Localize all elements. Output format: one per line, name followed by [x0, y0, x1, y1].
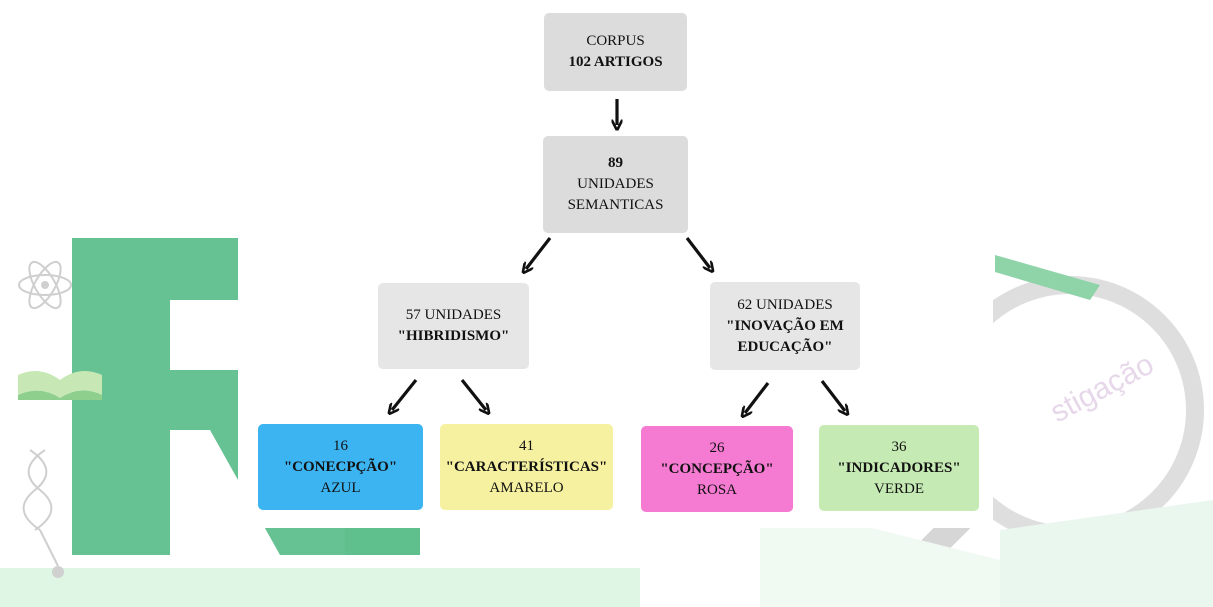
atom-icon — [18, 260, 72, 310]
dna-icon — [22, 449, 64, 578]
concepcao-azul-color: AZUL — [320, 479, 361, 496]
corpus-count: 102 ARTIGOS — [568, 54, 663, 70]
semantic-units-label-1: UNIDADES — [577, 176, 654, 192]
caracteristicas-color: AMARELO — [489, 479, 564, 496]
inovacao-box: 62 UNIDADES "INOVAÇÃO EM EDUCAÇÃO" — [710, 282, 860, 370]
open-book-icon — [18, 371, 102, 400]
corpus-label: CORPUS — [586, 33, 645, 49]
caracteristicas-label: "CARACTERÍSTICAS" — [445, 458, 608, 475]
semantic-units-box: 89 UNIDADES SEMANTICAS — [543, 136, 688, 233]
concepcao-azul-count: 16 — [333, 437, 348, 454]
concepcao-azul-label: "CONECPÇÃO" — [283, 458, 398, 475]
concepcao-rosa-count: 26 — [709, 439, 725, 456]
book-icon — [995, 255, 1100, 300]
hibridismo-box: 57 UNIDADES "HIBRIDISMO" — [378, 283, 529, 369]
indicadores-color: VERDE — [874, 480, 924, 497]
caracteristicas-box: 41 "CARACTERÍSTICAS" AMARELO — [440, 424, 613, 510]
indicadores-count: 36 — [891, 438, 907, 455]
inovacao-label-1: "INOVAÇÃO EM — [726, 317, 844, 334]
indicadores-box: 36 "INDICADORES" VERDE — [819, 425, 979, 511]
concepcao-azul-box: 16 "CONECPÇÃO" AZUL — [258, 424, 423, 510]
concepcao-rosa-label: "CONCEPÇÃO" — [660, 460, 774, 477]
concepcao-rosa-color: ROSA — [696, 481, 737, 498]
inovacao-count: 62 UNIDADES — [737, 296, 833, 313]
indicadores-label: "INDICADORES" — [837, 459, 961, 476]
inovacao-label-2: EDUCAÇÃO" — [737, 338, 833, 355]
semantic-units-label-2: SEMANTICAS — [567, 197, 664, 213]
concepcao-rosa-box: 26 "CONCEPÇÃO" ROSA — [641, 426, 793, 512]
hibridismo-label: "HIBRIDISMO" — [397, 328, 510, 344]
corpus-box: CORPUS 102 ARTIGOS — [544, 13, 687, 91]
caracteristicas-count: 41 — [519, 437, 534, 454]
hibridismo-count: 57 UNIDADES — [405, 307, 502, 323]
semantic-units-count: 89 — [608, 155, 623, 171]
watermark-bottom-band — [0, 568, 640, 607]
